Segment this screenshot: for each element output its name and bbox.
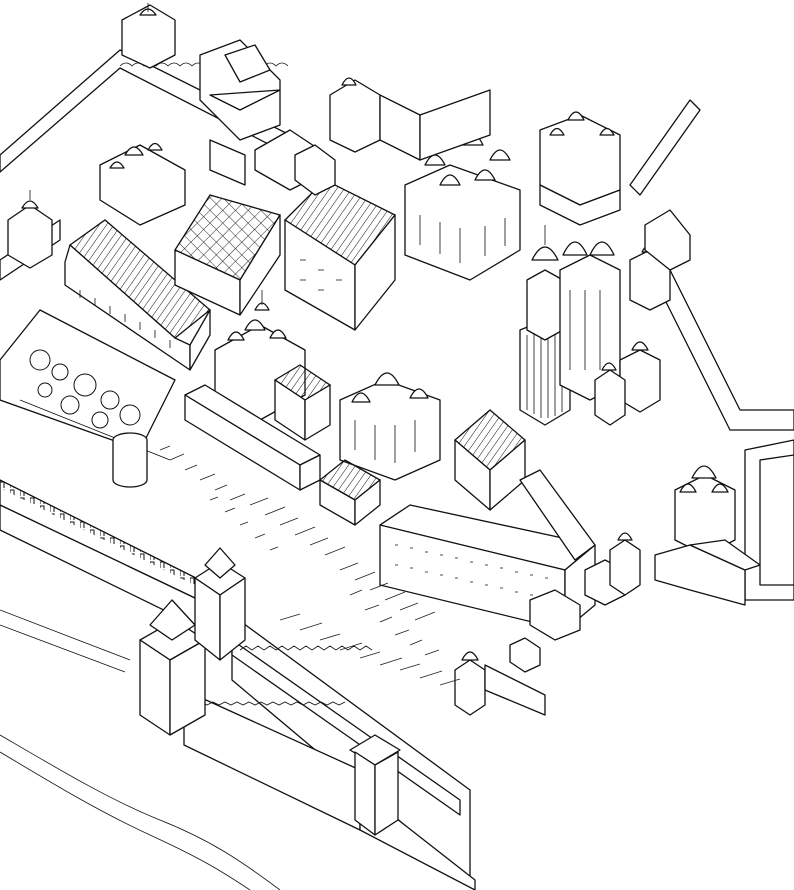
- chapel-right-2: [595, 363, 625, 425]
- church-top-left: [122, 3, 175, 68]
- cathedral-archangel: [340, 373, 440, 480]
- building-northwest-row: [210, 130, 335, 195]
- annex-buildings-right: [510, 560, 625, 672]
- ivan-the-great-bell-tower: [520, 225, 570, 425]
- courtyard-trees: [0, 310, 175, 460]
- chapel-right-1: [620, 342, 660, 412]
- round-tower-small: [113, 433, 147, 487]
- terem-palace-top: [200, 40, 280, 140]
- small-house-center: [320, 460, 380, 525]
- chapel-gate-south: [455, 652, 545, 715]
- church-cluster-upper-left: [100, 144, 185, 226]
- tower-gate-large: [140, 600, 205, 735]
- river-banks: [0, 610, 280, 890]
- building-hatched-roof-left: [65, 220, 210, 370]
- patriarch-palace: [380, 90, 490, 160]
- tower-gate-upper: [195, 548, 245, 660]
- long-block-center-left: [185, 385, 320, 490]
- building-east-small: [630, 210, 690, 310]
- church-twelve-apostles: [540, 112, 620, 225]
- palace-grid-roof: [175, 195, 280, 315]
- building-large-block: [380, 470, 595, 630]
- tower-river-corner: [350, 735, 400, 835]
- east-gate-buildings: [655, 540, 760, 605]
- church-east-domed: [675, 466, 735, 555]
- south-fortress-wall: [0, 480, 475, 890]
- church-southeast-small: [610, 533, 640, 595]
- palace-hatched-center: [285, 180, 395, 330]
- church-rizpolozhenie: [330, 78, 380, 152]
- ground-shading: [160, 446, 460, 685]
- house-hatched-roof-center: [455, 410, 525, 510]
- building-small-center-left: [275, 365, 330, 440]
- church-small-west: [8, 190, 52, 268]
